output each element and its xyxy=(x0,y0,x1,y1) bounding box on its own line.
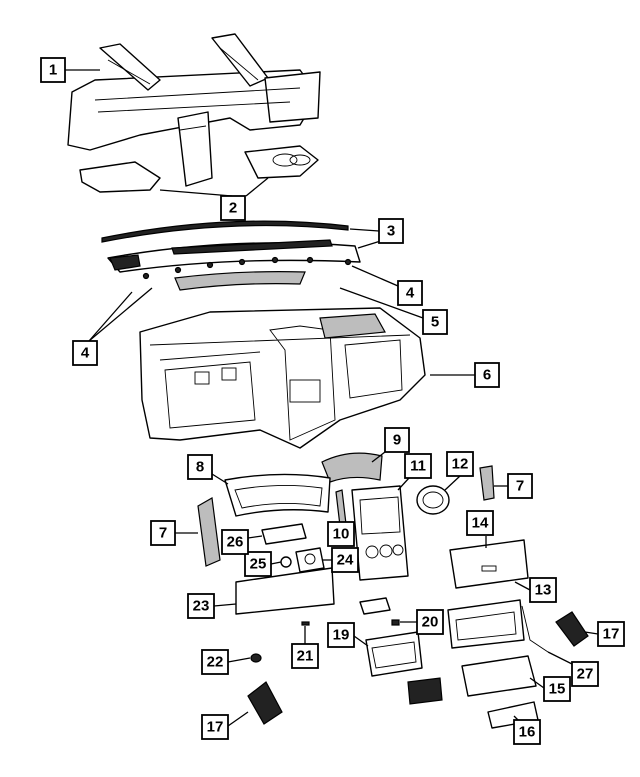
callout-7-right: 7 xyxy=(507,473,533,499)
callout-8: 8 xyxy=(187,454,213,480)
callout-17-left: 17 xyxy=(201,714,229,740)
callout-11: 11 xyxy=(404,453,432,479)
part-9-bezel xyxy=(321,452,383,483)
part-10-trim xyxy=(335,489,347,527)
part-7-side-trim-right xyxy=(479,465,495,501)
callout-15: 15 xyxy=(543,676,571,702)
callout-19: 19 xyxy=(327,622,355,648)
part-19-bin xyxy=(365,631,423,677)
part-15-glovebox-bin xyxy=(461,655,537,697)
svg-text:19: 19 xyxy=(333,627,350,644)
callout-1: 1 xyxy=(40,57,66,83)
part-26-panel xyxy=(261,523,307,545)
part-17-vent-left xyxy=(247,681,283,725)
callout-10: 10 xyxy=(327,521,355,547)
svg-text:6: 6 xyxy=(483,367,491,384)
part-14-glovebox-door xyxy=(449,539,529,589)
part-27-rod xyxy=(521,605,549,653)
svg-text:17: 17 xyxy=(207,719,224,736)
svg-text:17: 17 xyxy=(603,626,620,643)
callout-12: 12 xyxy=(446,451,474,477)
svg-text:7: 7 xyxy=(516,478,524,495)
callout-13: 13 xyxy=(529,577,557,603)
callout-25: 25 xyxy=(244,551,272,577)
svg-text:15: 15 xyxy=(549,681,566,698)
svg-text:14: 14 xyxy=(472,515,489,532)
part-8-cluster-bezel xyxy=(224,473,331,517)
callout-2: 2 xyxy=(220,195,246,221)
svg-text:8: 8 xyxy=(196,459,204,476)
callout-24: 24 xyxy=(331,547,359,573)
svg-text:22: 22 xyxy=(207,654,224,671)
svg-text:23: 23 xyxy=(193,598,210,615)
callout-5: 5 xyxy=(422,309,448,335)
callout-22: 22 xyxy=(201,649,229,675)
svg-text:21: 21 xyxy=(297,648,314,665)
callout-9: 9 xyxy=(384,427,410,453)
part-24-switch-bezel xyxy=(295,547,325,573)
svg-text:27: 27 xyxy=(577,666,594,683)
leader-lines xyxy=(64,69,599,727)
svg-text:3: 3 xyxy=(387,223,395,240)
callout-16: 16 xyxy=(513,719,541,745)
part-25-knob xyxy=(280,556,292,568)
svg-text:9: 9 xyxy=(393,432,401,449)
svg-text:25: 25 xyxy=(250,556,267,573)
svg-text:24: 24 xyxy=(337,552,354,569)
callout-17-right: 17 xyxy=(597,621,625,647)
svg-text:26: 26 xyxy=(227,534,244,551)
part-3-trim-strip xyxy=(101,220,349,243)
part-17-vent-center xyxy=(407,677,443,705)
svg-text:16: 16 xyxy=(519,724,536,741)
svg-text:1: 1 xyxy=(49,62,57,79)
svg-text:7: 7 xyxy=(159,525,167,542)
svg-text:12: 12 xyxy=(452,456,469,473)
part-20-clip xyxy=(391,619,400,626)
callout-3: 3 xyxy=(378,218,404,244)
callout-4-left: 4 xyxy=(72,340,98,366)
callout-14: 14 xyxy=(466,510,494,536)
callout-23: 23 xyxy=(187,593,215,619)
svg-text:13: 13 xyxy=(535,582,552,599)
callout-27: 27 xyxy=(571,661,599,687)
callout-6: 6 xyxy=(474,362,500,388)
part-5-defroster-panel xyxy=(107,239,361,291)
svg-text:11: 11 xyxy=(410,458,426,475)
callout-21: 21 xyxy=(291,643,319,669)
svg-text:10: 10 xyxy=(333,526,350,543)
part-12-round-cover xyxy=(416,485,450,515)
callout-7-left: 7 xyxy=(150,520,176,546)
svg-text:5: 5 xyxy=(431,314,439,331)
svg-text:4: 4 xyxy=(81,345,90,362)
callout-20: 20 xyxy=(416,609,444,635)
svg-text:4: 4 xyxy=(406,285,415,302)
part-17-vent-right xyxy=(555,611,589,647)
part-22-plug xyxy=(250,653,262,663)
part-6-instrument-panel xyxy=(139,307,426,449)
svg-text:2: 2 xyxy=(229,200,237,217)
part-1-cross-car-beam xyxy=(67,33,321,193)
svg-text:20: 20 xyxy=(422,614,439,631)
part-4-clips xyxy=(142,256,352,280)
callout-26: 26 xyxy=(221,529,249,555)
part-7-side-trim-left xyxy=(197,497,221,567)
part-23-lower-panel xyxy=(235,567,335,615)
part-21-clip xyxy=(301,621,310,626)
callout-4-right: 4 xyxy=(397,280,423,306)
